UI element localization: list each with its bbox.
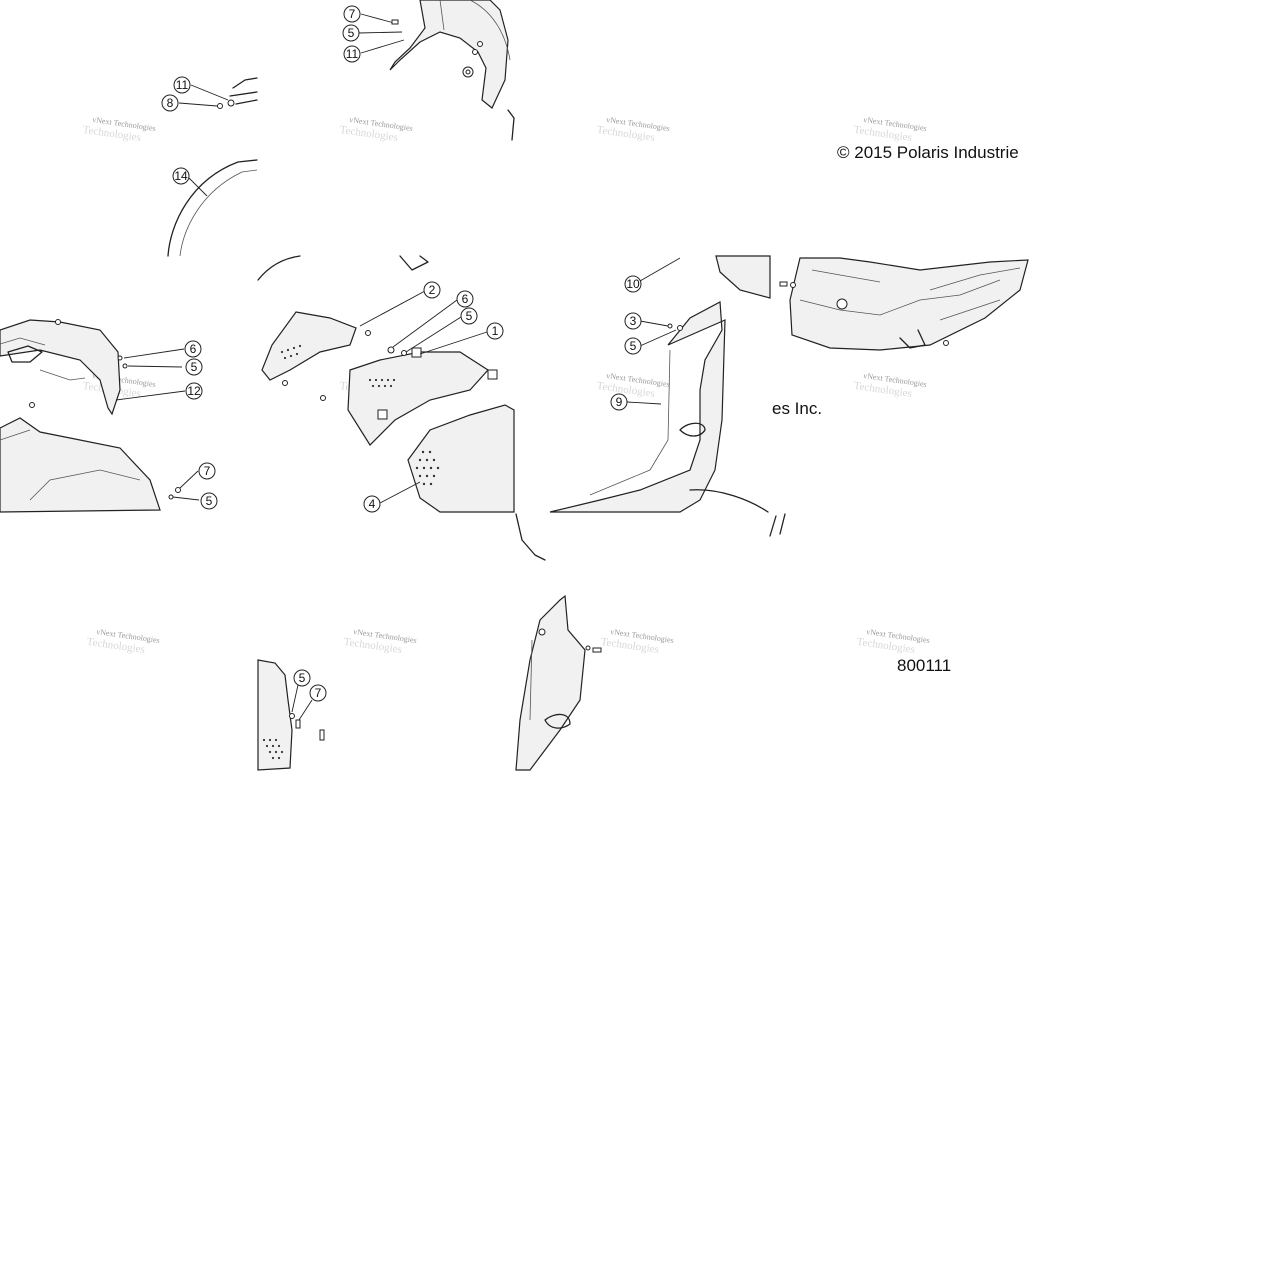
watermark: Technologies vNext Technologies <box>856 627 930 656</box>
tile-r2c2 <box>257 255 515 513</box>
lower-panel-4 <box>407 404 515 513</box>
callout: 11 <box>173 76 191 94</box>
svg-text:12: 12 <box>187 384 201 398</box>
center-panel <box>347 351 489 446</box>
callout: 6 <box>184 340 202 358</box>
side-panel-lower <box>0 417 161 513</box>
tile-r3c2 <box>257 659 325 771</box>
perforation <box>262 738 284 760</box>
svg-text:7: 7 <box>315 686 322 700</box>
callout: 5 <box>185 358 203 376</box>
callout: 5 <box>293 669 311 687</box>
tile-r2c1 <box>0 319 200 513</box>
svg-text:5: 5 <box>299 671 306 685</box>
svg-text:14: 14 <box>174 169 188 183</box>
perforation <box>280 344 302 360</box>
svg-text:10: 10 <box>626 277 640 291</box>
callout: 6 <box>456 290 474 308</box>
washer-11 <box>227 99 235 107</box>
callout: 10 <box>624 275 642 293</box>
watermark: Technologies vNext Technologies <box>596 115 670 144</box>
fairing-edge <box>167 159 258 257</box>
svg-text:8: 8 <box>167 96 174 110</box>
callout: 11 <box>343 45 361 63</box>
copyright-text: © 2015 Polaris Industrie <box>837 143 1019 162</box>
watermark: Technologies vNext Technologies <box>339 115 413 144</box>
perforation <box>415 450 440 486</box>
watermark: Technologies vNext Technologies <box>343 627 417 656</box>
callout: 5 <box>200 492 218 510</box>
watermark: Technologies vNext Technologies <box>853 371 927 400</box>
callout: 5 <box>624 337 642 355</box>
svg-text:7: 7 <box>204 464 211 478</box>
diagram-code: 800111 <box>897 656 951 675</box>
watermark: Technologies vNext Technologies <box>82 115 156 144</box>
svg-text:6: 6 <box>462 292 469 306</box>
callout: 1 <box>486 322 504 340</box>
tile-r3c3 <box>515 513 786 771</box>
svg-text:5: 5 <box>206 494 213 508</box>
side-shield-9 <box>549 301 726 513</box>
tile-r2c3 <box>549 255 771 513</box>
tile-r1c2 <box>358 0 515 141</box>
tile-r1c1 <box>167 77 258 257</box>
perforation <box>368 378 396 388</box>
svg-text:5: 5 <box>630 339 637 353</box>
screw-8 <box>217 103 223 109</box>
shield-handle <box>679 422 706 437</box>
clip-nut <box>487 369 498 380</box>
svg-text:6: 6 <box>190 342 197 356</box>
callout-layer: 7 5 11 11 8 14 6 5 12 7 5 2 6 5 1 4 10 3… <box>161 5 642 702</box>
callout: 5 <box>342 24 360 42</box>
callout: 8 <box>161 94 179 112</box>
tile-r2c4 <box>779 257 1029 351</box>
clip-nut <box>377 409 388 420</box>
svg-text:4: 4 <box>369 497 376 511</box>
svg-text:11: 11 <box>176 78 189 92</box>
svg-text:5: 5 <box>191 360 198 374</box>
screw-7 <box>319 729 325 741</box>
screw-7 <box>391 19 399 25</box>
grille-edge <box>229 77 258 105</box>
svg-text:3: 3 <box>630 314 637 328</box>
watermark: Technologies vNext Technologies <box>853 115 927 144</box>
callout: 9 <box>610 393 628 411</box>
side-bracket <box>389 0 509 109</box>
watermark: Technologies vNext Technologies <box>600 627 674 656</box>
callout: 7 <box>343 5 361 23</box>
svg-text:11: 11 <box>346 47 359 61</box>
svg-text:5: 5 <box>466 309 473 323</box>
side-panel-upper <box>0 319 121 416</box>
callout: 7 <box>198 462 216 480</box>
lower-shield <box>515 594 586 771</box>
callout: 12 <box>185 382 203 400</box>
watermark: Technologies vNext Technologies <box>86 627 160 656</box>
callout: 2 <box>423 281 441 299</box>
callout: 3 <box>624 312 642 330</box>
upper-cover <box>715 255 771 299</box>
svg-text:9: 9 <box>616 395 623 409</box>
grommet <box>836 298 848 310</box>
svg-text:7: 7 <box>349 7 356 21</box>
clip-nut <box>411 347 422 358</box>
svg-text:5: 5 <box>348 26 355 40</box>
watermark: Technologies vNext Technologies <box>596 371 670 400</box>
callout: 4 <box>363 495 381 513</box>
svg-text:1: 1 <box>492 324 499 338</box>
callout: 14 <box>172 167 190 185</box>
callout: 5 <box>460 307 478 325</box>
mount-bracket <box>261 311 357 381</box>
copyright-suffix: es Inc. <box>772 399 822 418</box>
svg-text:2: 2 <box>429 283 436 297</box>
callout: 7 <box>309 684 327 702</box>
lower-side-panel <box>257 659 293 771</box>
